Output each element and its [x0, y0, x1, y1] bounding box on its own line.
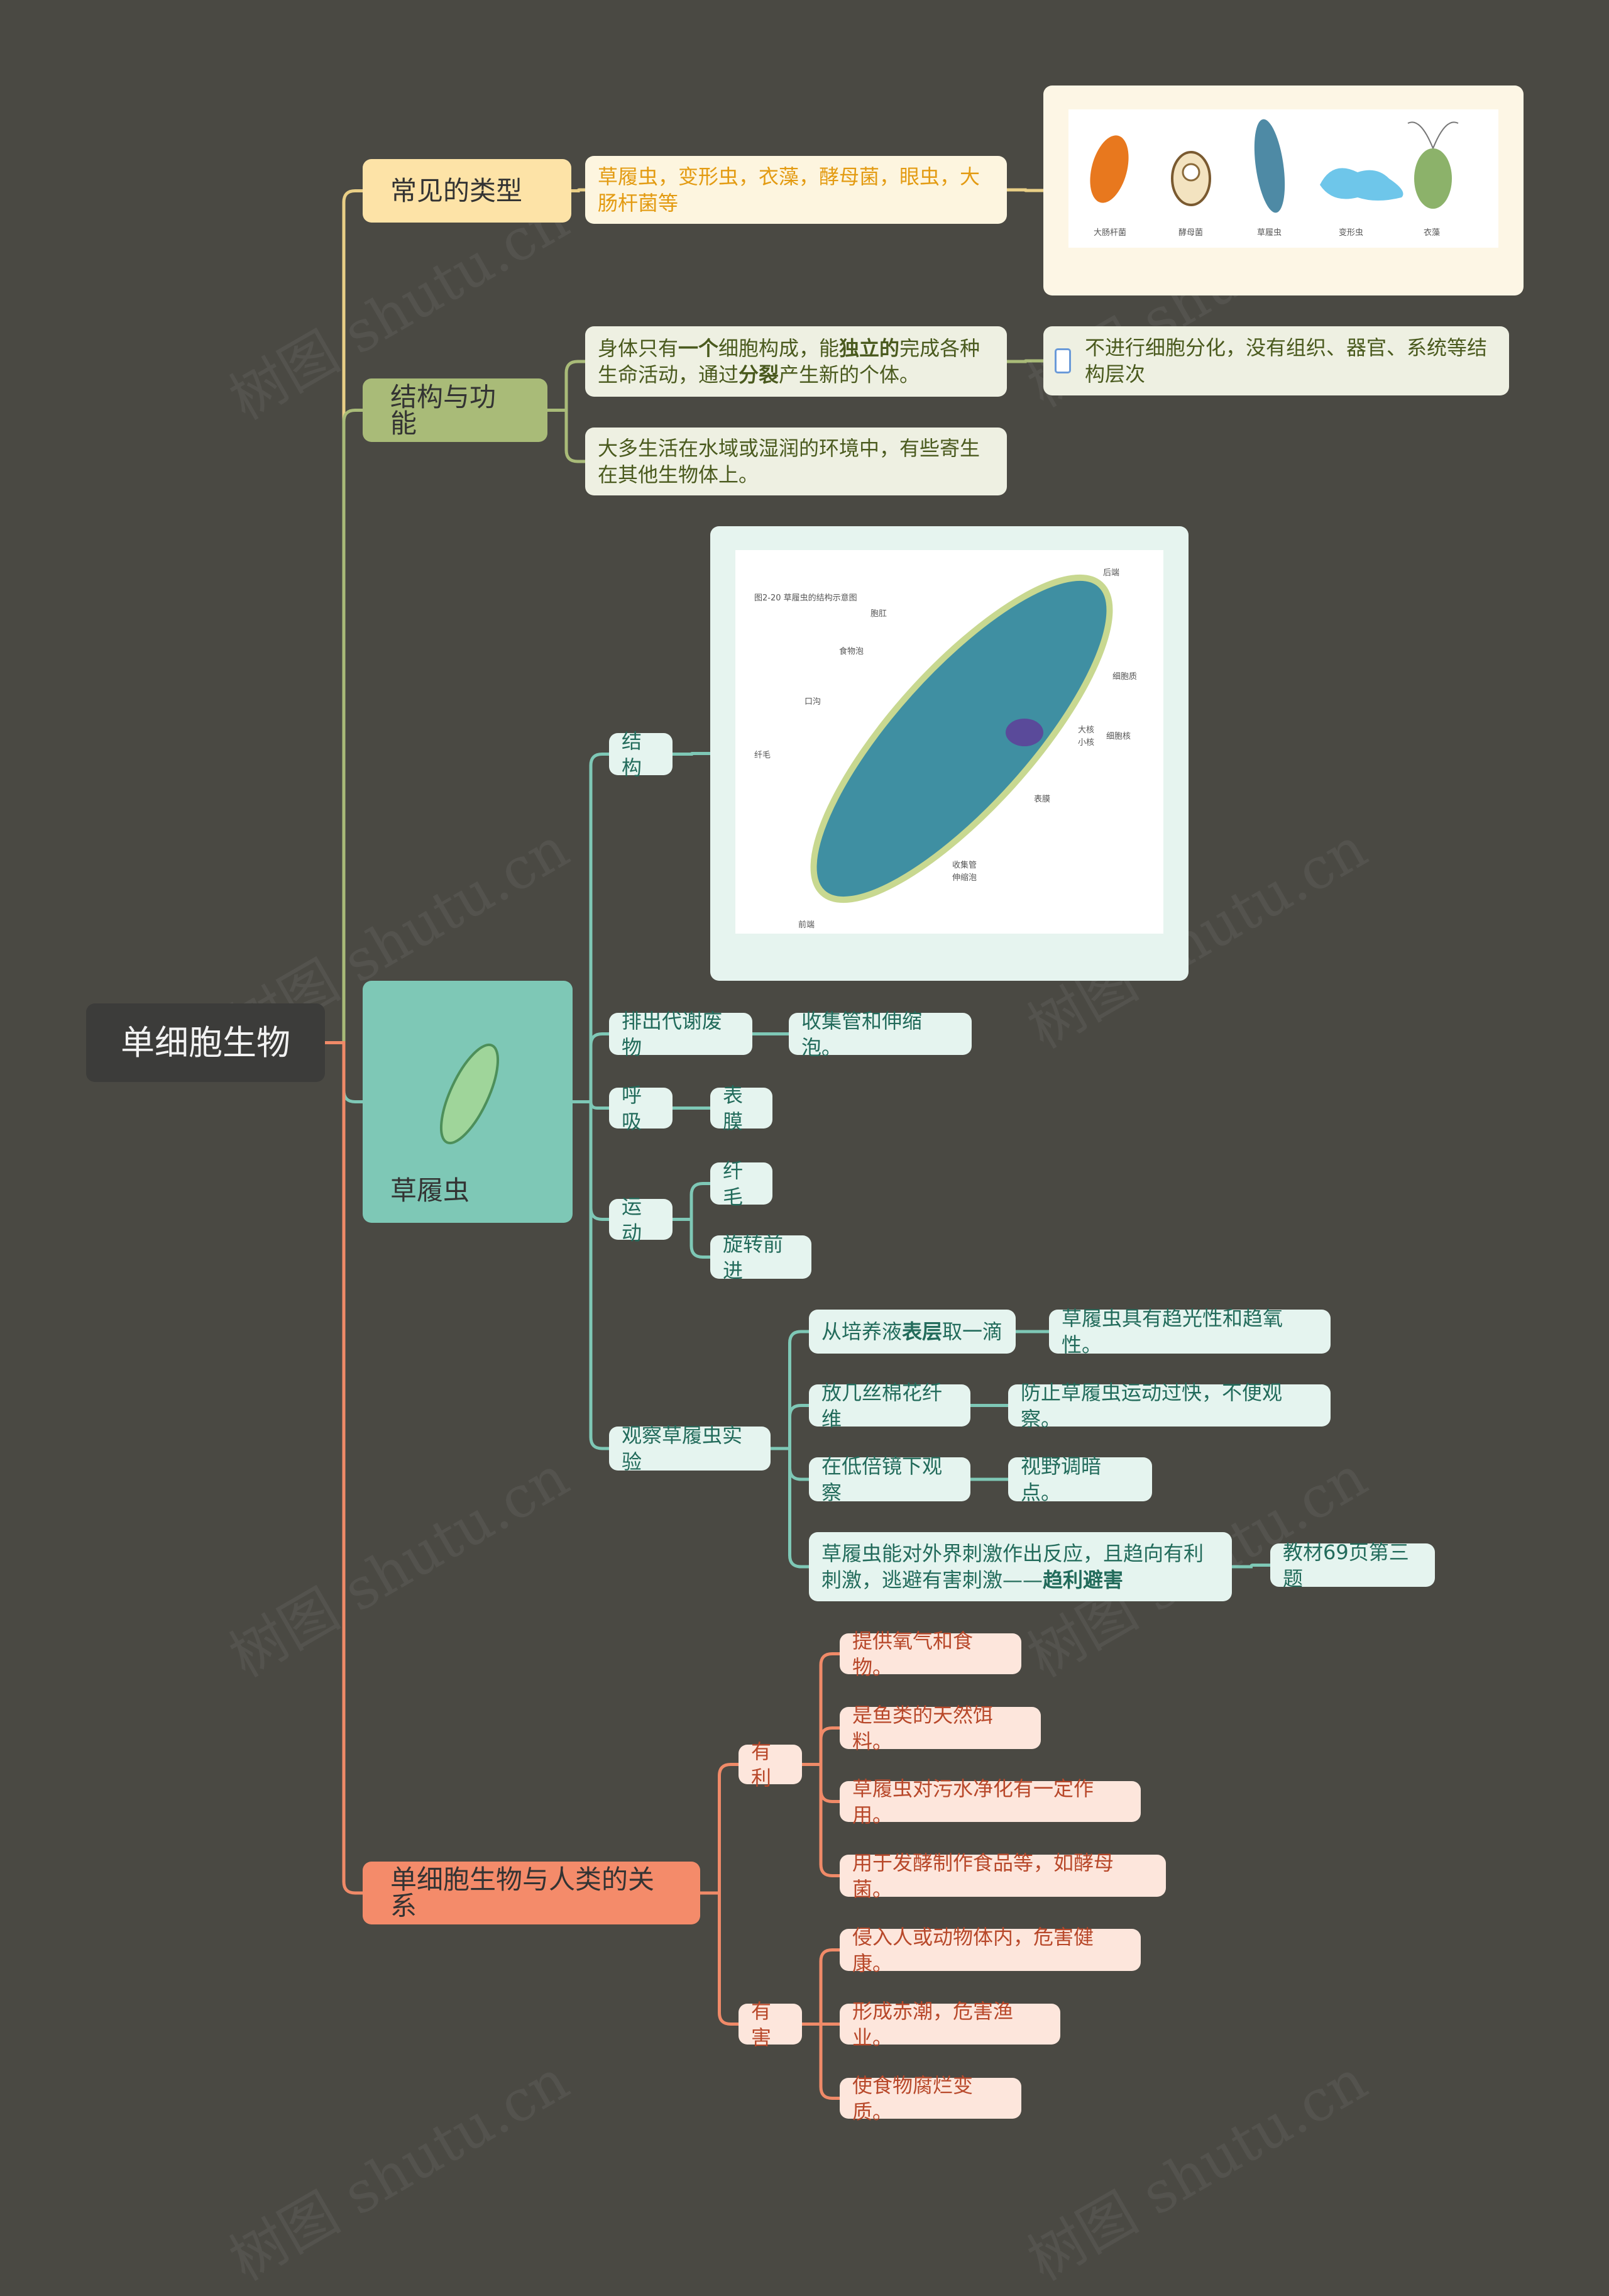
- image-label: 变形虫: [1339, 228, 1363, 238]
- svg-text:表膜: 表膜: [1034, 795, 1050, 804]
- connector: [802, 1726, 840, 1766]
- connector: [700, 1763, 739, 1895]
- connector: [771, 1404, 809, 1450]
- svg-text:后端: 后端: [1103, 568, 1119, 578]
- node-experiment-result[interactable]: 防止草履虫运动过快，不便观察。: [1008, 1381, 1331, 1431]
- node-harm-item[interactable]: 形成赤潮，危害渔业。: [840, 1999, 1060, 2050]
- node-experiment[interactable]: 观察草履虫实验: [609, 1423, 771, 1474]
- connector: [573, 1100, 609, 1450]
- connector: [573, 1032, 609, 1103]
- node-experiment-step[interactable]: 在低倍镜下观察: [809, 1454, 970, 1504]
- node-benefit-item[interactable]: 用于发酵制作食品等，如酵母菌。: [840, 1851, 1166, 1901]
- node-harm-item[interactable]: 使食物腐烂变质。: [840, 2073, 1021, 2124]
- node-textbook-ref[interactable]: 教材69页第三题: [1270, 1540, 1435, 1591]
- node-benefit-item[interactable]: 草履虫对污水净化有一定作用。: [840, 1777, 1141, 1827]
- node-text: 草履虫能对外界刺激作出反应，且趋向有利刺激，逃避有害刺激——趋利避害: [821, 1542, 1204, 1592]
- svg-text:收集管: 收集管: [952, 860, 977, 870]
- node-types-list[interactable]: 草履虫，变形虫，衣藻，酵母菌，眼虫，大肠杆菌等: [585, 156, 1007, 224]
- svg-text:小核: 小核: [1078, 738, 1094, 748]
- svg-text:大核: 大核: [1078, 726, 1094, 735]
- node-paramecium[interactable]: 草履虫: [363, 981, 573, 1223]
- image-label: 草履虫: [1257, 228, 1282, 238]
- node-rotating[interactable]: 旋转前进: [710, 1232, 811, 1283]
- connector: [673, 1182, 710, 1221]
- node-label: 草履虫: [390, 1175, 470, 1206]
- paramecium-structure-illustration: 图2-20 草履虫的结构示意图 后端 胞肛 食物泡 口沟 纤毛 表膜 细胞质 大…: [735, 550, 1163, 934]
- connector: [571, 188, 585, 192]
- image-label: 酵母菌: [1178, 228, 1203, 238]
- connector: [802, 1763, 840, 1877]
- node-movement[interactable]: 运动: [609, 1195, 673, 1245]
- node-habitat[interactable]: 大多生活在水域或湿润的环境中，有些寄生在其他生物体上。: [585, 428, 1007, 495]
- connector: [573, 753, 609, 1103]
- paramecium-diagram[interactable]: 图2-20 草履虫的结构示意图 后端 胞肛 食物泡 口沟 纤毛 表膜 细胞质 大…: [710, 526, 1189, 981]
- svg-text:食物泡: 食物泡: [839, 646, 864, 656]
- image-label: 衣藻: [1424, 228, 1440, 238]
- node-excretion[interactable]: 排出代谢废物: [609, 1009, 752, 1059]
- svg-text:纤毛: 纤毛: [754, 751, 771, 760]
- node-no-differentiation[interactable]: 不进行细胞分化，没有组织、器官、系统等结构层次: [1043, 326, 1509, 395]
- svg-text:前端: 前端: [798, 920, 815, 930]
- svg-text:伸缩泡: 伸缩泡: [952, 873, 977, 883]
- connector: [673, 1218, 710, 1259]
- node-experiment-step[interactable]: 放几丝棉花纤维: [809, 1381, 970, 1431]
- node-experiment-step[interactable]: 从培养液表层取一滴: [809, 1310, 1016, 1354]
- node-respiration-value[interactable]: 表膜: [710, 1083, 772, 1134]
- connector: [325, 189, 363, 1044]
- node-benefit-item[interactable]: 提供氧气和食物。: [840, 1629, 1021, 1679]
- root-node[interactable]: 单细胞生物: [86, 1003, 325, 1082]
- connector: [325, 409, 363, 1044]
- notepad-icon: [1055, 348, 1071, 373]
- node-relation-humans[interactable]: 单细胞生物与人类的关系: [363, 1862, 700, 1924]
- node-harm-item[interactable]: 侵入人或动物体内，危害健康。: [840, 1925, 1141, 1975]
- node-excretion-value[interactable]: 收集管和伸缩泡。: [789, 1009, 972, 1059]
- node-structure[interactable]: 结构: [609, 729, 673, 780]
- connector: [1007, 359, 1043, 363]
- node-text: 从培养液表层取一滴: [821, 1320, 1003, 1344]
- connector: [1232, 1564, 1270, 1569]
- svg-text:口沟: 口沟: [804, 697, 821, 707]
- connector: [802, 2023, 840, 2100]
- connector: [802, 1948, 840, 2026]
- node-beneficial[interactable]: 有利: [739, 1740, 802, 1790]
- connector: [547, 360, 585, 412]
- microorganisms-illustration: 大肠杆菌 酵母菌 草履虫 变形虫 衣藻: [1068, 109, 1498, 248]
- image-label: 大肠杆菌: [1094, 228, 1126, 238]
- node-experiment-result[interactable]: 草履虫具有趋光性和趋氧性。: [1049, 1306, 1331, 1357]
- svg-text:细胞核: 细胞核: [1106, 732, 1131, 741]
- microorganism-types-image[interactable]: 大肠杆菌 酵母菌 草履虫 变形虫 衣藻: [1043, 86, 1524, 295]
- connector: [802, 1652, 840, 1766]
- node-harmful[interactable]: 有害: [739, 1999, 802, 2050]
- node-structure-function[interactable]: 结构与功能: [363, 378, 547, 442]
- paramecium-icon: [439, 1043, 500, 1145]
- connector: [771, 1330, 809, 1450]
- svg-text:胞肛: 胞肛: [870, 609, 887, 619]
- node-cilia[interactable]: 纤毛: [710, 1159, 772, 1209]
- connector: [771, 1447, 809, 1569]
- svg-text:图2-20 草履虫的结构示意图: 图2-20 草履虫的结构示意图: [754, 593, 857, 603]
- node-benefit-item[interactable]: 是鱼类的天然饵料。: [840, 1703, 1041, 1753]
- note-text: 不进行细胞分化，没有组织、器官、系统等结构层次: [1085, 336, 1488, 386]
- node-single-cell-body[interactable]: 身体只有一个细胞构成，能独立的完成各种生命活动，通过分裂产生新的个体。: [585, 326, 1007, 397]
- svg-text:细胞质: 细胞质: [1112, 672, 1137, 682]
- node-text: 身体只有一个细胞构成，能独立的完成各种生命活动，通过分裂产生新的个体。: [598, 336, 980, 387]
- connector: [700, 1891, 739, 2026]
- node-respiration[interactable]: 呼吸: [609, 1083, 673, 1134]
- connector: [325, 1041, 363, 1895]
- connector-lines: [325, 188, 1270, 2100]
- node-common-types[interactable]: 常见的类型: [363, 159, 571, 223]
- connector: [547, 409, 585, 463]
- node-experiment-result[interactable]: 视野调暗点。: [1008, 1454, 1152, 1504]
- node-experiment-step[interactable]: 草履虫能对外界刺激作出反应，且趋向有利刺激，逃避有害刺激——趋利避害: [809, 1532, 1232, 1601]
